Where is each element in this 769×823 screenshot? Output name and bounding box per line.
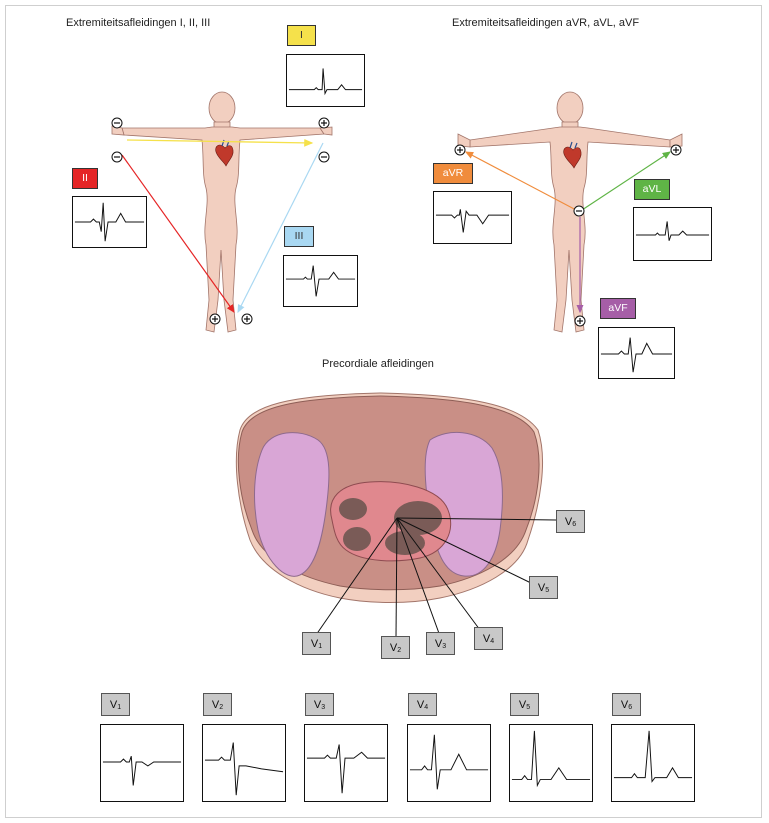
- ecg-box-III: [283, 255, 358, 307]
- thorax-cross-section: [236, 393, 542, 603]
- lead-I-label: I: [300, 29, 303, 41]
- ecg-trace-II: [73, 197, 146, 247]
- ecg-trace-aVL: [634, 208, 711, 260]
- lead-aVR-label: aVR: [443, 167, 463, 179]
- callout-V3: V3: [426, 632, 455, 655]
- ecg-box-V4: [407, 724, 491, 802]
- ecg-trace-V5: [510, 725, 592, 801]
- row-badge-V6: V6: [612, 693, 641, 716]
- ecg-trace-V1: [101, 725, 183, 801]
- ecg-trace-aVR: [434, 192, 511, 243]
- ecg-box-V6: [611, 724, 695, 802]
- lead-II-label: II: [82, 172, 88, 184]
- ecg-trace-aVF: [599, 328, 674, 378]
- row-badge-V4: V4: [408, 693, 437, 716]
- ecg-box-I: [286, 54, 365, 107]
- ecg-box-V1: [100, 724, 184, 802]
- ecg-box-aVL: [633, 207, 712, 261]
- lead-aVF-badge: aVF: [600, 298, 636, 319]
- ecg-box-II: [72, 196, 147, 248]
- callout-V2: V2: [381, 636, 410, 659]
- lead-III-label: III: [295, 230, 304, 242]
- lead-II-badge: II: [72, 168, 98, 189]
- row-badge-V5: V5: [510, 693, 539, 716]
- ecg-box-V3: [304, 724, 388, 802]
- lead-I-badge: I: [287, 25, 316, 46]
- lead-aVF-label: aVF: [608, 302, 627, 314]
- callout-V6: V6: [556, 510, 585, 533]
- ecg-box-aVR: [433, 191, 512, 244]
- ecg-trace-V3: [305, 725, 387, 801]
- row-badge-V2: V2: [203, 693, 232, 716]
- callout-V1: V1: [302, 632, 331, 655]
- ecg-trace-III: [284, 256, 357, 306]
- lead-aVL-label: aVL: [643, 183, 662, 195]
- lead-aVR-badge: aVR: [433, 163, 473, 184]
- ecg-trace-V2: [203, 725, 285, 801]
- row-badge-V3: V3: [305, 693, 334, 716]
- callout-V4: V4: [474, 627, 503, 650]
- lead-III-badge: III: [284, 226, 314, 247]
- ecg-box-aVF: [598, 327, 675, 379]
- lead-aVL-badge: aVL: [634, 179, 670, 200]
- ecg-box-V5: [509, 724, 593, 802]
- ecg-trace-V6: [612, 725, 694, 801]
- ecg-trace-V4: [408, 725, 490, 801]
- ecg-box-V2: [202, 724, 286, 802]
- ecg-trace-I: [287, 55, 364, 106]
- callout-V5: V5: [529, 576, 558, 599]
- row-badge-V1: V1: [101, 693, 130, 716]
